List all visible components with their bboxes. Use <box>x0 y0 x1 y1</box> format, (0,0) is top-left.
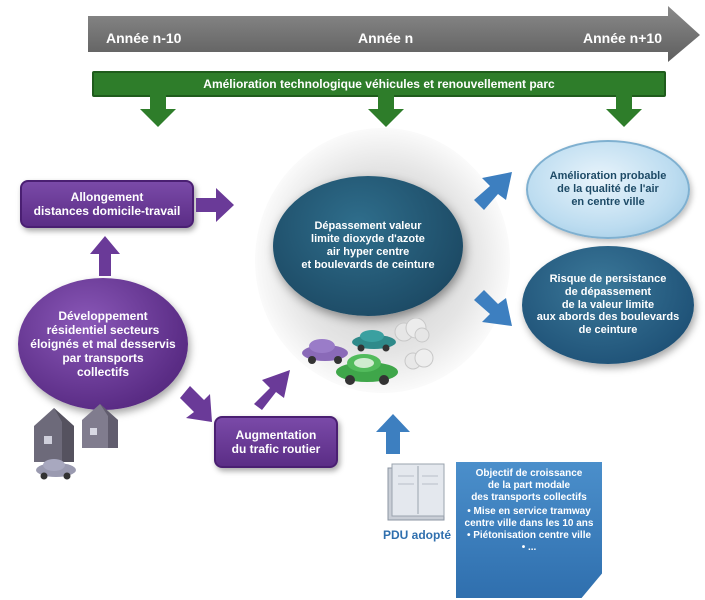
developpement-ellipse: Développement résidentiel secteurs éloig… <box>18 278 188 410</box>
allongement-box: Allongement distances domicile-travail <box>20 180 194 228</box>
car-icon <box>302 339 348 364</box>
note-item: • Mise en service tramway centre ville d… <box>464 506 594 530</box>
car-icon <box>36 459 76 480</box>
arrow-icon <box>196 188 234 222</box>
arrow-icon <box>474 172 512 210</box>
arrow-icon <box>180 386 212 422</box>
risque-ellipse: Risque de persistance de dépassement de … <box>522 246 694 364</box>
timeline-end-label: Année n+10 <box>583 30 662 46</box>
arrow-icon <box>376 414 410 454</box>
green-arrow-icon <box>368 93 404 127</box>
arrow-icon <box>474 290 512 326</box>
augmentation-box: Augmentation du trafic routier <box>214 416 338 468</box>
note-item: • Piétonisation centre ville <box>466 529 592 541</box>
depassement-ellipse: Dépassement valeur limite dioxyde d'azot… <box>273 176 463 316</box>
houses-icon <box>34 404 118 462</box>
arrow-icon <box>90 236 120 276</box>
note-title: Objectif de croissance de la part modale… <box>471 468 587 503</box>
document-icon <box>387 463 445 521</box>
note-item: • ... <box>521 541 537 553</box>
timeline-start-label: Année n-10 <box>106 30 182 46</box>
exhaust-cloud-icon <box>404 348 434 370</box>
exhaust-cloud-icon <box>394 318 430 343</box>
car-icon <box>352 330 396 352</box>
car-icon <box>336 354 398 385</box>
pdu-label: PDU adopté <box>382 528 451 542</box>
green-arrow-icon <box>606 93 642 127</box>
amelioration-ellipse: Amélioration probable de la qualité de l… <box>526 140 690 239</box>
arrow-icon <box>254 370 290 410</box>
green-arrow-icon <box>140 93 176 127</box>
timeline-middle-label: Année n <box>358 30 414 46</box>
timeline-arrow <box>88 6 700 62</box>
objective-note: Objectif de croissance de la part modale… <box>456 462 602 598</box>
